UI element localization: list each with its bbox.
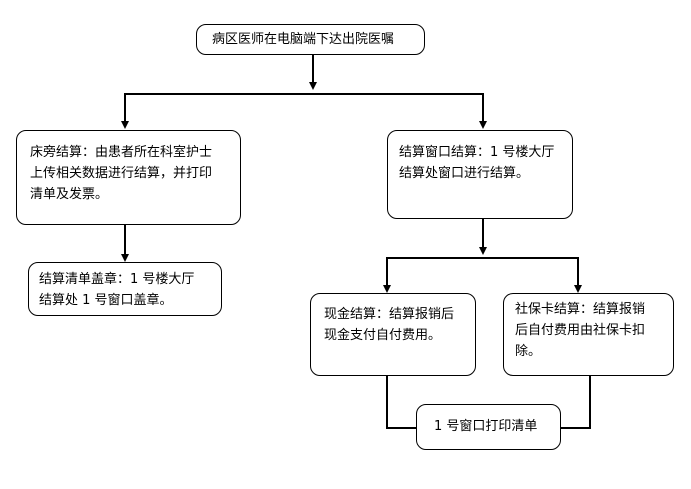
connector-bedside-stamp [124,225,126,256]
arrow-to-split [309,82,317,90]
connector-left-down [124,93,126,123]
arrow-to-window [479,121,487,129]
start-box: 病区医师在电脑端下达出院医嘱 [196,24,425,55]
bedside-settlement-box: 床旁结算：由患者所在科室护士 上传相关数据进行结算，并打印 清单及发票。 [16,130,241,225]
insurance-settlement-box: 社保卡结算：结算报销 后自付费用由社保卡扣 除。 [503,293,674,376]
arrow-to-cash [383,285,391,293]
print-list-box: 1 号窗口打印清单 [416,404,561,450]
stamp-box: 结算清单盖章：1 号楼大厅 结算处 1 号窗口盖章。 [28,262,222,316]
connector-cash-down [386,257,388,287]
connector-insurance-down [577,257,579,287]
window-settlement-box: 结算窗口结算：1 号楼大厅 结算处窗口进行结算。 [387,130,573,219]
start-text: 病区医师在电脑端下达出院医嘱 [212,32,395,47]
connector-window-down [482,219,484,249]
insurance-line-1: 社保卡结算：结算报销 [515,302,646,317]
window-line-1: 结算窗口结算：1 号楼大厅 [399,145,555,160]
cash-line-2: 现金支付自付费用。 [324,328,442,343]
arrow-to-split2 [479,247,487,255]
connector-cash-print-horizontal [386,427,417,429]
print-text: 1 号窗口打印清单 [434,419,538,434]
bedside-line-1: 床旁结算：由患者所在科室护士 [30,145,213,160]
connector-split2-horizontal [386,257,579,259]
connector-right-down [482,93,484,123]
arrow-to-insurance [574,285,582,293]
cash-settlement-box: 现金结算：结算报销后 现金支付自付费用。 [310,293,476,376]
connector-insurance-print-horizontal [560,427,591,429]
connector-split-horizontal [124,93,483,95]
arrow-to-bedside [121,121,129,129]
cash-line-1: 现金结算：结算报销后 [324,307,455,322]
connector-start-down [312,54,314,84]
arrow-to-stamp [121,254,129,262]
insurance-line-2: 后自付费用由社保卡扣 [515,323,646,338]
stamp-line-2: 结算处 1 号窗口盖章。 [39,293,173,308]
connector-insurance-print-vertical [589,376,591,428]
window-line-2: 结算处窗口进行结算。 [399,166,530,181]
insurance-line-3: 除。 [515,344,542,359]
connector-cash-print-vertical [386,376,388,428]
bedside-line-3: 清单及发票。 [30,187,109,202]
bedside-line-2: 上传相关数据进行结算，并打印 [30,166,213,181]
stamp-line-1: 结算清单盖章：1 号楼大厅 [39,272,195,287]
